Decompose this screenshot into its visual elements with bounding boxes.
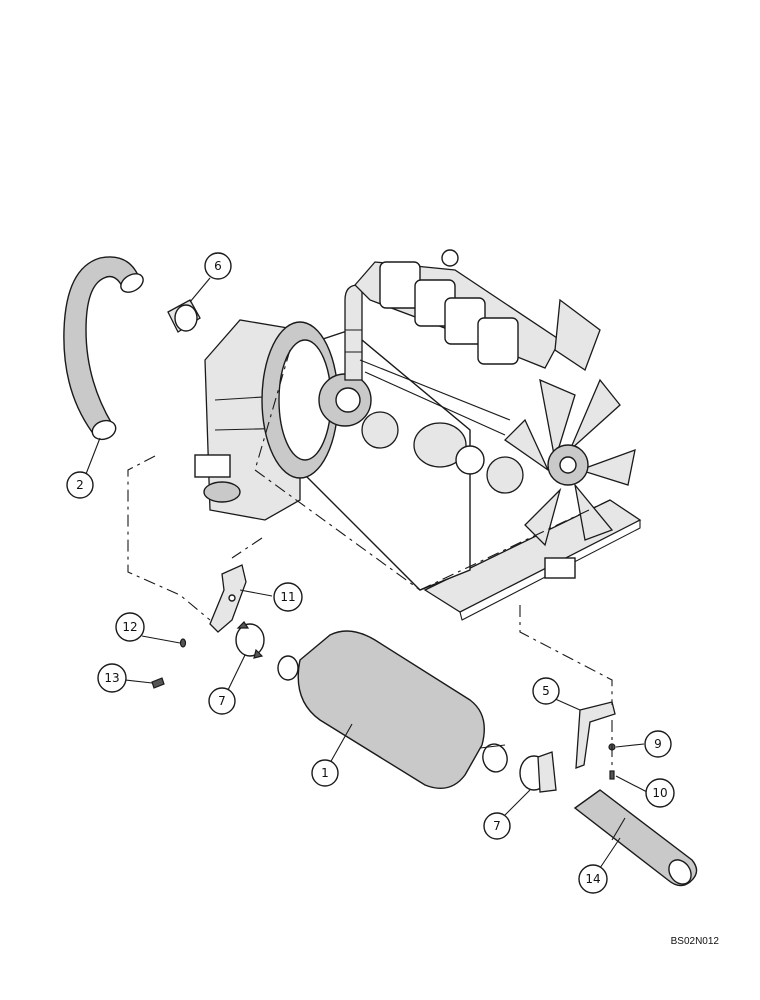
callout-9: 9: [644, 730, 672, 758]
bracket-part-11: [209, 564, 247, 633]
callout-7-upper-label: 7: [218, 694, 226, 708]
callout-11: 11: [273, 582, 303, 612]
bracket-part-5: [575, 701, 616, 769]
tailpipe-part-14: [573, 789, 698, 887]
clamp-part-7-upper: [235, 621, 265, 659]
callout-14: 14: [578, 864, 608, 894]
callout-9-label: 9: [654, 737, 662, 751]
callout-7-lower: 7: [483, 812, 511, 840]
muffler-part-1: [277, 630, 508, 789]
washer-part-12: [179, 638, 187, 648]
clamp-part-6: [167, 299, 201, 333]
assembly-lines: [127, 455, 613, 770]
callout-2-label: 2: [76, 478, 84, 492]
callout-13: 13: [97, 663, 127, 693]
callout-14-label: 14: [585, 872, 600, 886]
callout-10-label: 10: [652, 786, 667, 800]
callout-2: 2: [66, 471, 94, 499]
exhaust-pipe-part-2: [63, 256, 144, 441]
bolt-part-10: [609, 770, 615, 780]
callout-11-label: 11: [280, 590, 295, 604]
drawing-code: BS02N012: [671, 936, 720, 947]
clamp-part-7-lower: [519, 751, 557, 793]
leader-lines: [85, 277, 648, 869]
engine-assembly: [194, 249, 642, 621]
callout-5-label: 5: [542, 684, 550, 698]
bolt-part-13: [151, 677, 165, 689]
callout-7-lower-label: 7: [493, 819, 501, 833]
callout-1-label: 1: [321, 766, 329, 780]
callout-10: 10: [645, 778, 675, 808]
cooling-fan: [503, 298, 636, 547]
callout-6-label: 6: [214, 259, 222, 273]
callout-7-upper: 7: [208, 687, 236, 715]
callout-12-label: 12: [122, 620, 137, 634]
callout-12: 12: [115, 612, 145, 642]
callout-13-label: 13: [104, 671, 119, 685]
callout-6: 6: [204, 252, 232, 280]
callout-5: 5: [532, 677, 560, 705]
callout-1: 1: [311, 759, 339, 787]
